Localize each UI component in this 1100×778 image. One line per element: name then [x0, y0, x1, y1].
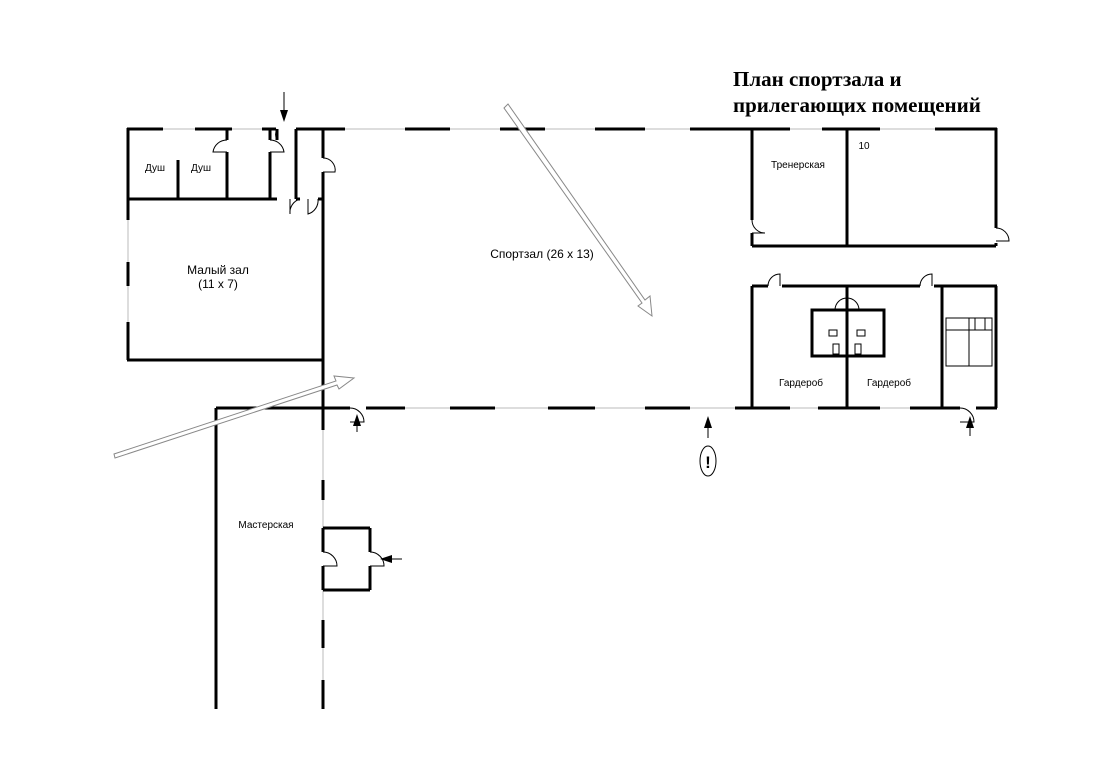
exterior-walls — [126, 127, 998, 362]
right-lower-block — [750, 273, 998, 408]
room-label-wardrobe-1: Гардероб — [779, 377, 823, 389]
room-label-coach-room: Тренерская — [771, 160, 825, 171]
room-label-small-hall-size: (11 x 7) — [198, 277, 238, 291]
room-label-10: 10 — [858, 141, 870, 152]
room-label-small-hall: Малый зал — [187, 263, 249, 277]
room-label-shower-1: Душ — [145, 163, 165, 174]
marker-symbol: ! — [705, 453, 711, 472]
plan-title: План спортзала и прилегающих помещений — [733, 66, 1063, 118]
entrance-arrows — [280, 92, 974, 563]
plan-title-line-2: прилегающих помещений — [733, 93, 981, 117]
room-label-wardrobe-2: Гардероб — [867, 377, 911, 389]
room-label-gym: Спортзал (26 x 13) — [490, 247, 594, 261]
shower-block — [128, 128, 336, 215]
right-upper-block — [750, 129, 1010, 248]
gym-south-wall — [216, 406, 997, 423]
room-label-workshop: Мастерская — [238, 520, 293, 531]
workshop-block — [214, 408, 385, 709]
plan-title-line-1: План спортзала и — [733, 67, 902, 91]
marker-icon: ! — [699, 445, 717, 477]
room-label-shower-2: Душ — [191, 163, 211, 174]
direction-arrows — [113, 103, 653, 459]
